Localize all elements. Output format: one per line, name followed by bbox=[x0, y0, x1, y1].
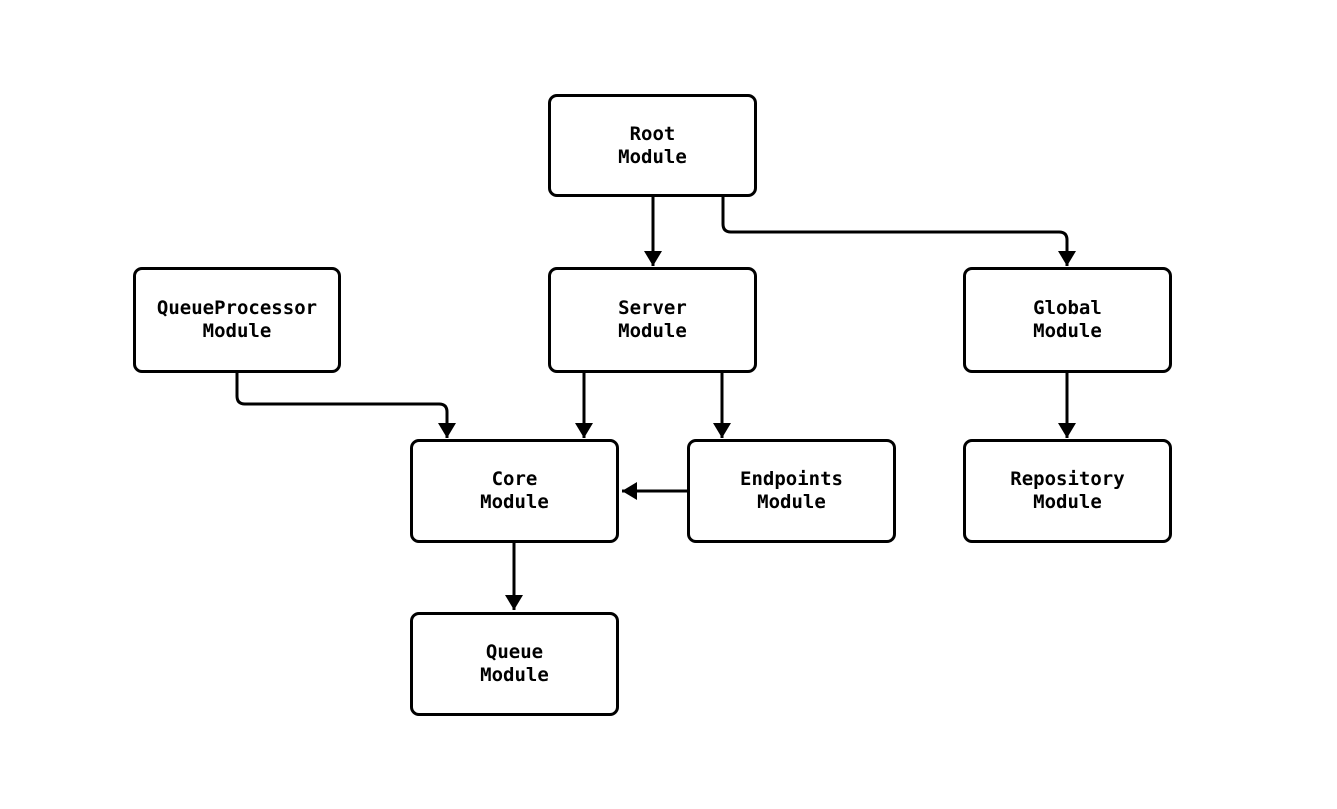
node-core-module: Core Module bbox=[410, 439, 619, 543]
node-queueprocessor-module-label: QueueProcessor Module bbox=[156, 297, 318, 342]
node-queue-module: Queue Module bbox=[410, 612, 619, 716]
node-repository-module-label: Repository Module bbox=[1010, 468, 1125, 513]
node-global-module: Global Module bbox=[963, 267, 1172, 373]
node-endpoints-module-label: Endpoints Module bbox=[740, 468, 843, 513]
edge-root-to-global bbox=[721, 197, 1076, 266]
node-queue-module-label: Queue Module bbox=[480, 641, 549, 686]
node-global-module-label: Global Module bbox=[1033, 297, 1102, 342]
node-server-module: Server Module bbox=[548, 267, 757, 373]
node-core-module-label: Core Module bbox=[480, 468, 549, 513]
node-root-module-label: Root Module bbox=[618, 122, 687, 168]
edge-queueprocessor-to-core bbox=[235, 373, 456, 438]
node-root-module: Root Module bbox=[548, 94, 757, 197]
node-queueprocessor-module: QueueProcessor Module bbox=[133, 267, 341, 373]
node-server-module-label: Server Module bbox=[618, 297, 687, 342]
node-repository-module: Repository Module bbox=[963, 439, 1172, 543]
node-endpoints-module: Endpoints Module bbox=[687, 439, 896, 543]
